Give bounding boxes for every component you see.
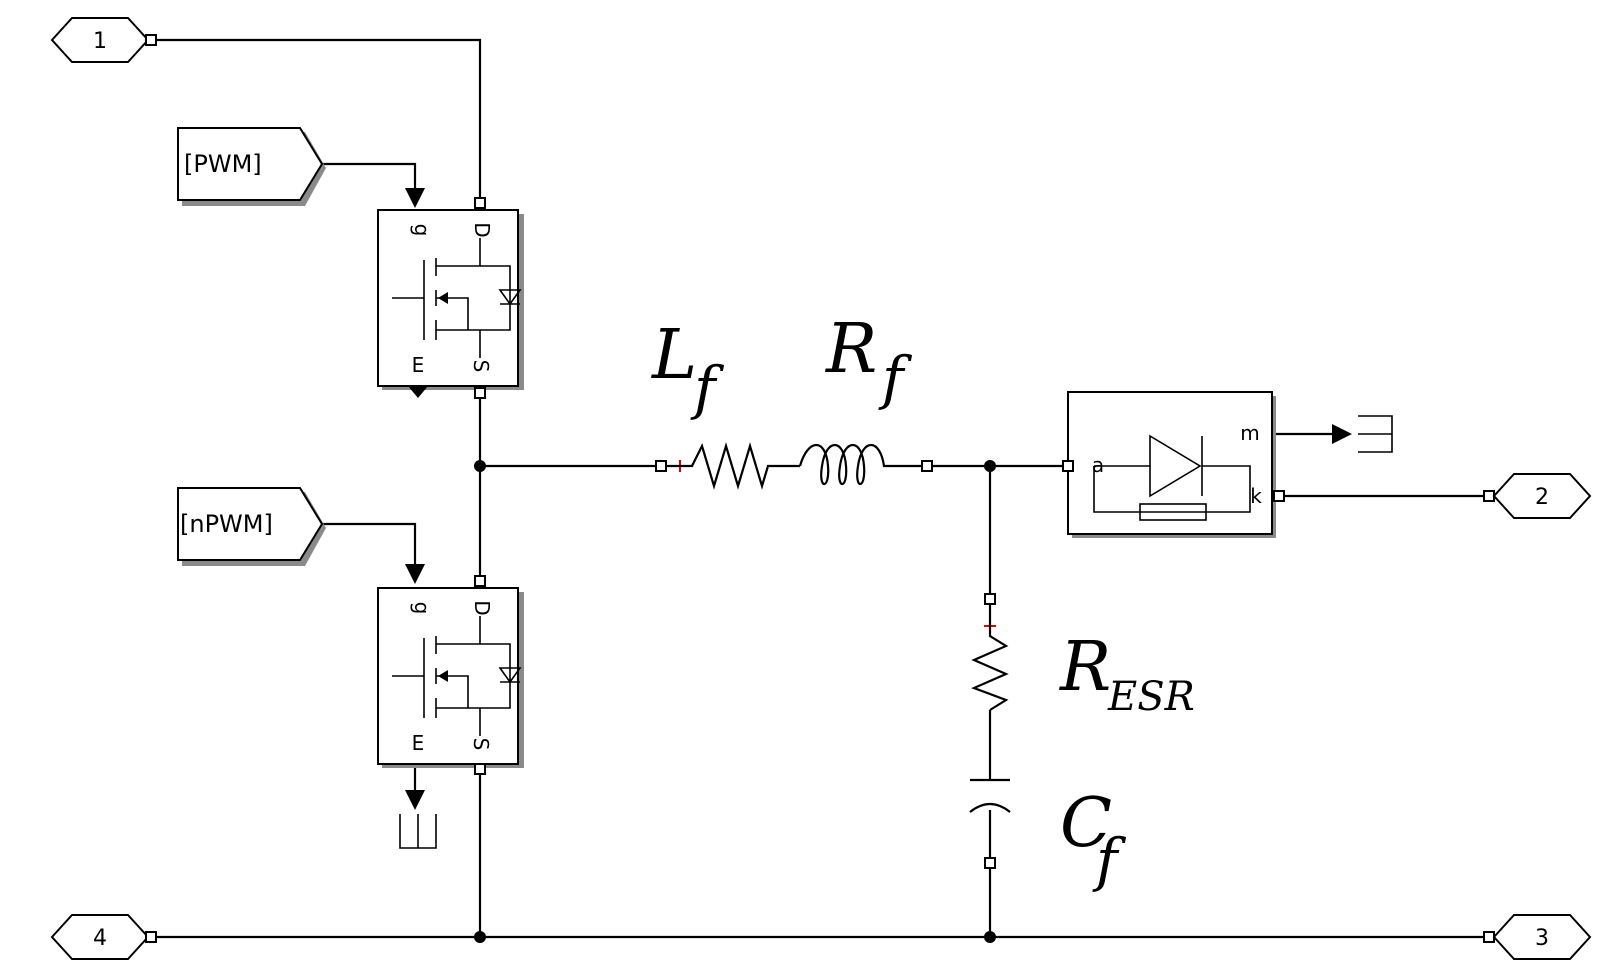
mosfet-bottom[interactable]: g D E S (377, 575, 524, 775)
pwm-tag-label: [PWM] (184, 150, 262, 178)
diode-anode-pin: a (1092, 453, 1104, 477)
top-gate-pin: g (410, 224, 434, 237)
port-4-label: 4 (93, 926, 107, 951)
diode-measure-pin: m (1240, 421, 1259, 445)
terminator-diode-icon (1358, 415, 1393, 453)
port-2-label: 2 (1535, 485, 1549, 510)
from-tag-pwm[interactable]: [PWM] (177, 127, 326, 206)
label-esr: R ESR (1058, 628, 1195, 720)
resistor-label-sub: f (878, 344, 913, 412)
capacitor-label-main: C (1060, 784, 1112, 863)
diode-cathode-pin: k (1250, 484, 1262, 508)
mosfet-top-symbol-icon (392, 238, 522, 358)
bottom-measure-pin: E (412, 731, 425, 755)
port-3-label: 3 (1535, 926, 1549, 951)
esr-label-sub: ESR (1107, 674, 1195, 720)
top-drain-pin: D (470, 222, 494, 237)
outport-3[interactable]: 3 (1483, 914, 1592, 960)
resistor-label-main: R (824, 310, 877, 389)
series-rl-branch[interactable] (655, 442, 933, 490)
terminator-bottom-icon (399, 814, 437, 849)
port-1-label: 1 (93, 29, 107, 54)
label-capacitor: C f (1060, 784, 1127, 894)
wires (152, 38, 1490, 939)
diode-block[interactable]: a k m (1062, 391, 1285, 538)
inductor-label-main: L (650, 316, 697, 395)
top-measure-pin: E (412, 353, 425, 377)
inport-4[interactable]: 4 (50, 914, 157, 960)
inductor-label-sub: f (690, 354, 725, 422)
bottom-gate-pin: g (410, 602, 434, 615)
mosfet-bottom-symbol-icon (392, 616, 522, 736)
label-inductor: L f (650, 316, 725, 422)
mosfet-top[interactable]: g D E S (377, 197, 524, 399)
inport-1[interactable]: 1 (50, 17, 157, 63)
top-source-pin: S (469, 360, 493, 373)
capacitor-label-sub: f (1092, 826, 1127, 894)
npwm-tag-label: [nPWM] (180, 510, 273, 538)
arrowheads (405, 188, 1352, 810)
diode-symbol-icon (1093, 434, 1251, 521)
outport-2[interactable]: 2 (1483, 473, 1592, 519)
bottom-drain-pin: D (470, 600, 494, 615)
esr-label-main: R (1058, 628, 1111, 707)
esr-capacitor-branch[interactable] (969, 593, 1011, 869)
label-resistor: R f (824, 310, 913, 412)
bottom-source-pin: S (469, 738, 493, 751)
junction-dots (474, 460, 996, 943)
from-tag-npwm[interactable]: [nPWM] (177, 487, 326, 566)
